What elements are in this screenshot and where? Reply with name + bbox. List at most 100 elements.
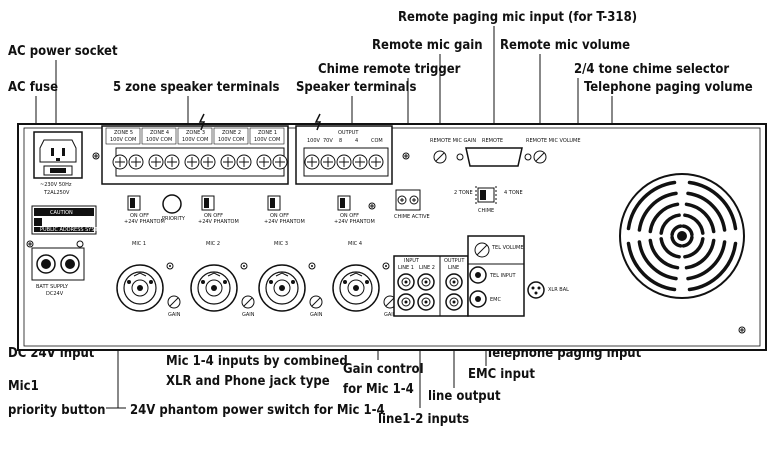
rca-jacks [397,273,463,311]
warning-label: CAUTION PUBLIC ADDRESS SYSTEM [31,205,105,235]
fan-slot [684,202,716,234]
output-terminal-screw[interactable] [320,154,336,170]
fan-slot [681,235,694,248]
mic-screw [382,262,390,270]
mic1-priority-button[interactable] [162,194,182,214]
high-voltage-icon-2 [314,113,322,131]
zone-terminal-screw[interactable] [112,154,128,170]
zone-terminal-screw[interactable] [220,154,236,170]
output-terminal-screw[interactable] [336,154,352,170]
callout-line-inputs: line1-2 inputs [378,412,469,427]
callout-phantom-switch: 24V phantom power switch for Mic 1-4 [130,403,385,418]
rca-jack[interactable] [397,273,415,291]
fan-slot [683,213,705,235]
phantom-switch[interactable] [201,195,215,211]
mic-screw [166,262,174,270]
mic-combo-jack[interactable] [190,264,238,312]
output-terminal-screw[interactable] [368,154,384,170]
callout-ac-power: AC power socket [8,44,118,59]
zone-terminal-screw[interactable] [164,154,180,170]
remote-paging-connector[interactable] [456,147,532,167]
zone-label: ZONE 5 [114,130,133,136]
phantom-switch[interactable] [127,195,141,211]
mic-gain-knob[interactable] [383,295,397,309]
chime-remote-trigger[interactable] [395,189,421,211]
fan-slot [648,238,680,270]
ac-fuse-holder[interactable] [43,165,73,176]
fan-slot [670,224,683,237]
phantom-switch[interactable] [267,195,281,211]
zone-terminal-screw[interactable] [236,154,252,170]
tel-volume-label: TEL VOLUME [491,245,524,251]
zone-sub-label: 100V COM [146,137,172,143]
chime-selector-switch[interactable] [475,186,497,204]
fan-slot [626,180,677,231]
fan-hub [677,231,687,241]
output-terminal-screw[interactable] [304,154,320,170]
priority-label: PRIORITY [162,216,186,222]
remote-label: REMOTE [482,138,503,144]
xlr-bal-connector[interactable] [527,281,545,299]
rca-jack[interactable] [445,293,463,311]
mic-combo-jack[interactable] [332,264,380,312]
callout-chime-selector: 2/4 tone chime selector [574,62,729,77]
tel-input-jack[interactable] [469,266,487,284]
callout-line-output: line output [428,389,501,404]
zone-sub-label: 100V COM [254,137,280,143]
callout-speaker-terminals: Speaker terminals [296,80,417,95]
phantom-label: +24V PHANTOM [334,219,375,225]
phantom-label: +24V PHANTOM [198,219,239,225]
remote-mic-gain-knob[interactable] [433,150,447,164]
phantom-switch[interactable] [337,195,351,211]
ce-mark-icon [72,208,88,216]
fan-slot [683,237,705,259]
fan-slot [659,237,681,259]
svg-text:INPUT: INPUT [404,258,420,264]
mic-screw [240,262,248,270]
fan-slot [686,191,727,232]
callout-remote-mic-volume: Remote mic volume [500,38,630,53]
mic-label: MIC 3 [274,241,288,247]
zone-sub-label: 100V COM [110,137,136,143]
zone-terminal-screw[interactable] [256,154,272,170]
emc-input-jack[interactable] [469,290,487,308]
svg-text:OUTPUT: OUTPUT [338,130,359,136]
fan-slot [687,241,738,292]
phantom-label: ON OFF [130,213,149,219]
remote-mic-volume-label: REMOTE MIC VOLUME [526,138,581,144]
tel-volume-knob[interactable] [474,242,490,258]
mic-gain-knob[interactable] [309,295,323,309]
callout-gain-control-2: for Mic 1-4 [343,382,414,397]
rca-jack[interactable] [417,273,435,291]
high-voltage-icon [198,113,206,131]
zone-terminal-screw[interactable] [184,154,200,170]
dc-24v-terminals[interactable] [31,247,85,281]
mic-gain-knob[interactable] [167,295,181,309]
zone-terminal-screw[interactable] [272,154,288,170]
zone-terminal-screw[interactable] [200,154,216,170]
callout-remote-paging: Remote paging mic input (for T-318) [398,10,637,25]
callout-ac-fuse: AC fuse [8,80,58,95]
output-terminal-screw[interactable] [352,154,368,170]
zone-label: ZONE 3 [186,130,205,136]
zone-terminal-screw[interactable] [128,154,144,170]
fan-slot [626,241,677,292]
mic-gain-knob[interactable] [241,295,255,309]
zone-terminal-screw[interactable] [148,154,164,170]
output-tap-label: 4 [355,138,358,144]
rca-jack[interactable] [445,273,463,291]
chime-active-label: CHIME ACTIVE [394,214,430,220]
phantom-label: ON OFF [340,213,359,219]
rca-jack[interactable] [417,293,435,311]
rca-jack[interactable] [397,293,415,311]
mic-combo-jack[interactable] [116,264,164,312]
callout-mic-inputs-1: Mic 1-4 inputs by combined [166,354,348,369]
remote-mic-volume-knob[interactable] [533,150,547,164]
mic-label: MIC 4 [348,241,362,247]
mic-combo-jack[interactable] [258,264,306,312]
callout-remote-mic-gain: Remote mic gain [372,38,483,53]
